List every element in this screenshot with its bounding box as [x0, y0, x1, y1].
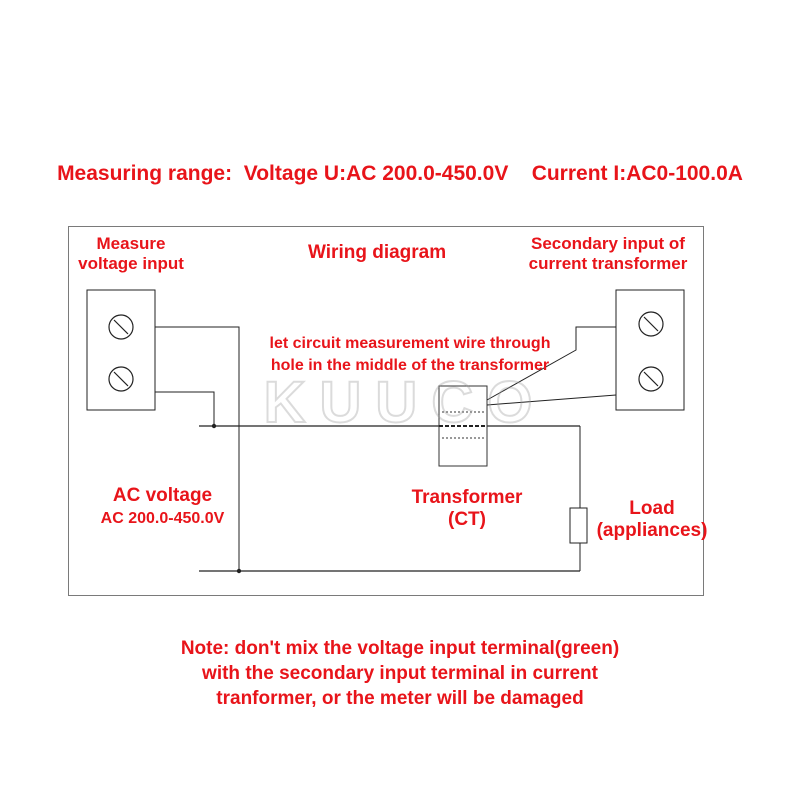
range-label: Measuring range: [57, 162, 233, 185]
diagram-frame [68, 226, 704, 596]
ct-input-label-line-1: Secondary input of [531, 234, 685, 253]
transformer-label-line-2: (CT) [448, 508, 486, 530]
ct-input-label: Secondary input of current transformer [510, 234, 706, 273]
voltage-range: Voltage U:AC 200.0-450.0V [243, 162, 509, 185]
wire-instruction-line-1: let circuit measurement wire through [269, 335, 551, 352]
ac-voltage-label-line-2: AC 200.0-450.0V [100, 509, 225, 527]
warning-note-line-1: Note: don't mix the voltage input termin… [180, 638, 620, 659]
load-label-line-2: (appliances) [596, 519, 708, 541]
measuring-range-header: Measuring range: Voltage U:AC 200.0-450.… [0, 162, 800, 186]
voltage-wire-upper [155, 326, 240, 571]
ac-voltage-label: AC voltage AC 200.0-450.0V [70, 485, 255, 528]
load-label: Load (appliances) [584, 498, 720, 542]
ct-terminal-block [615, 289, 685, 411]
warning-note: Note: don't mix the voltage input termin… [0, 636, 800, 711]
warning-note-line-2: with the secondary input terminal in cur… [202, 663, 598, 684]
ct-terminal-screw-1 [638, 311, 664, 337]
voltage-wire-lower [155, 391, 215, 426]
ct-secondary-wire-lower [486, 394, 617, 406]
voltage-terminal-screw-2 [108, 366, 134, 392]
wire-instruction-line-2: hole in the middle of the transformer [270, 357, 550, 374]
voltage-input-label-line-1: Measure [96, 234, 166, 253]
ct-terminal-screw-2 [638, 366, 664, 392]
ac-voltage-label-line-1: AC voltage [112, 485, 213, 506]
wire-instruction: let circuit measurement wire through hol… [240, 333, 580, 377]
transformer-label-line-1: Transformer [411, 487, 523, 508]
kuuco-watermark: KUUCO [263, 372, 547, 432]
load-label-line-1: Load [629, 498, 675, 519]
diagram-title: Wiring diagram [308, 242, 447, 263]
voltage-input-label: Measure voltage input [78, 234, 184, 273]
voltage-terminal-block [86, 289, 156, 411]
ct-input-label-line-2: current transformer [528, 253, 688, 273]
ct-secondary-wire-upper [486, 326, 616, 401]
transformer-label: Transformer (CT) [392, 487, 542, 531]
voltage-terminal-screw-1 [108, 314, 134, 340]
current-range: Current I:AC0-100.0A [531, 162, 743, 185]
warning-note-line-3: tranformer, or the meter will be damaged [216, 688, 584, 709]
load-resistor [569, 507, 588, 544]
voltage-input-label-line-2: voltage input [78, 253, 184, 273]
watermark-text: KUUCO [264, 372, 547, 432]
